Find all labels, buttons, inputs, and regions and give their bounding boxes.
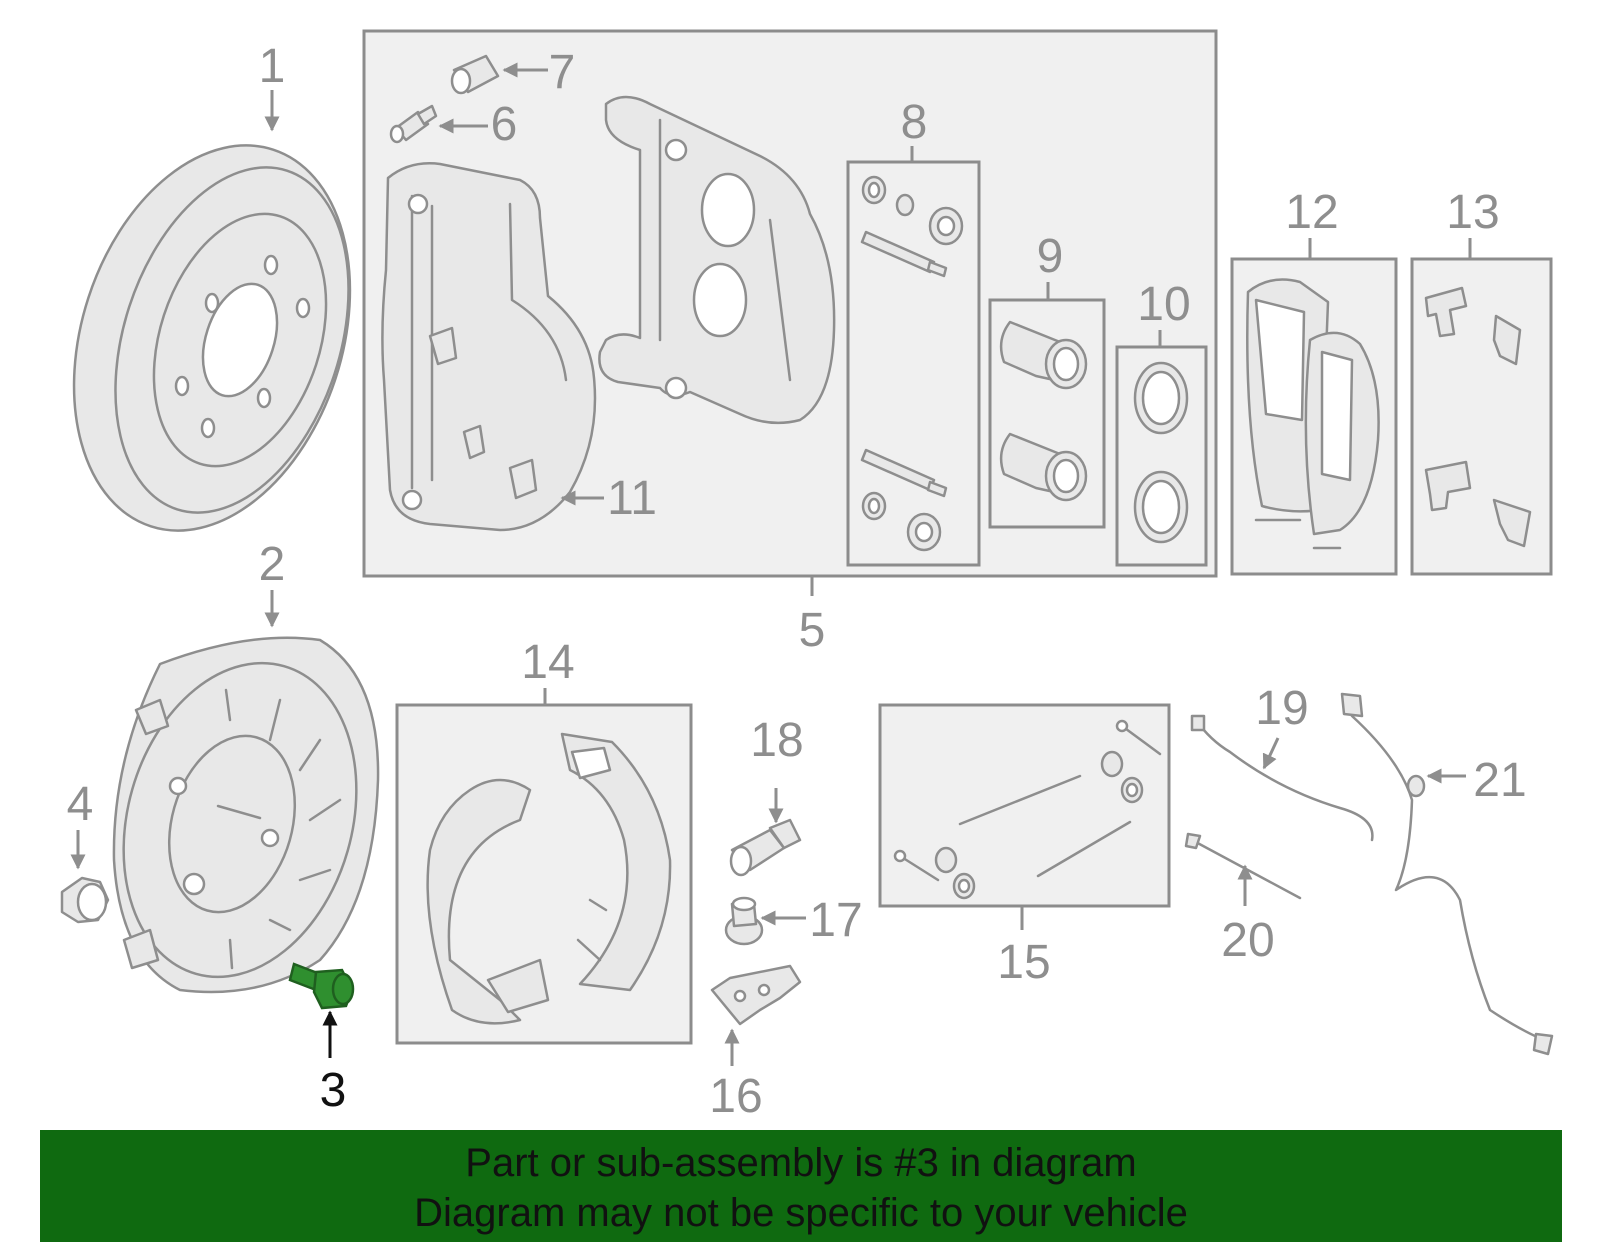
callout-20: 20 <box>1221 914 1274 967</box>
callout-9: 9 <box>1037 230 1064 283</box>
callout-15: 15 <box>997 936 1050 989</box>
callout-3: 3 <box>320 1064 347 1117</box>
info-banner: Part or sub-assembly is #3 in diagram Di… <box>40 1130 1562 1242</box>
callout-12: 12 <box>1285 186 1338 239</box>
caliper-piston-drawing <box>999 320 1088 502</box>
hub-nut-drawing <box>60 876 110 924</box>
callout-1: 1 <box>259 40 286 93</box>
adjuster-plug-drawing <box>729 818 802 877</box>
callout-10: 10 <box>1137 278 1190 331</box>
callout-2: 2 <box>259 538 286 591</box>
callout-5: 5 <box>799 604 826 657</box>
callout-21: 21 <box>1473 754 1526 807</box>
callout-4: 4 <box>67 778 94 831</box>
banner-line-2: Diagram may not be specific to your vehi… <box>414 1191 1188 1235</box>
callout-14: 14 <box>521 636 574 689</box>
hardware-kit-drawing <box>893 719 1162 900</box>
grommet-drawing <box>724 896 764 946</box>
callout-labels: 1 2 3 4 5 6 7 8 9 10 11 12 13 14 15 16 1… <box>67 40 1527 1123</box>
leader-lines <box>70 62 1472 1066</box>
mounting-bolt-highlighted <box>288 962 355 1010</box>
caliper-bracket-drawing <box>381 162 597 532</box>
callout-17: 17 <box>809 894 862 947</box>
brake-pads-drawing <box>1246 278 1380 550</box>
guide-pin-kit-drawing <box>860 175 964 552</box>
callout-16: 16 <box>709 1070 762 1123</box>
callout-8: 8 <box>901 96 928 149</box>
wear-sensor-drawing <box>1184 832 1302 900</box>
callout-18: 18 <box>750 714 803 767</box>
hardware-kit-box <box>878 703 1171 908</box>
guide-plate-drawing <box>710 964 802 1026</box>
callout-11: 11 <box>607 472 657 525</box>
parking-brake-shoes-drawing <box>426 732 672 1025</box>
callout-6: 6 <box>491 98 518 151</box>
bleeder-screw-drawing <box>389 104 438 144</box>
abs-sensor-drawing <box>1340 692 1554 1056</box>
callout-13: 13 <box>1446 186 1499 239</box>
banner-line-1: Part or sub-assembly is #3 in diagram <box>465 1141 1137 1185</box>
bleeder-cap-drawing <box>450 54 500 95</box>
callout-19: 19 <box>1255 682 1308 735</box>
pad-clips-drawing <box>1424 286 1532 548</box>
dust-shield-drawing <box>112 636 380 994</box>
caliper-housing-drawing <box>598 95 836 425</box>
wear-sensor-harness-drawing <box>1190 714 1374 842</box>
brake-rotor-drawing <box>72 144 352 532</box>
piston-seal-drawing <box>1133 361 1189 544</box>
callout-7: 7 <box>549 46 576 99</box>
